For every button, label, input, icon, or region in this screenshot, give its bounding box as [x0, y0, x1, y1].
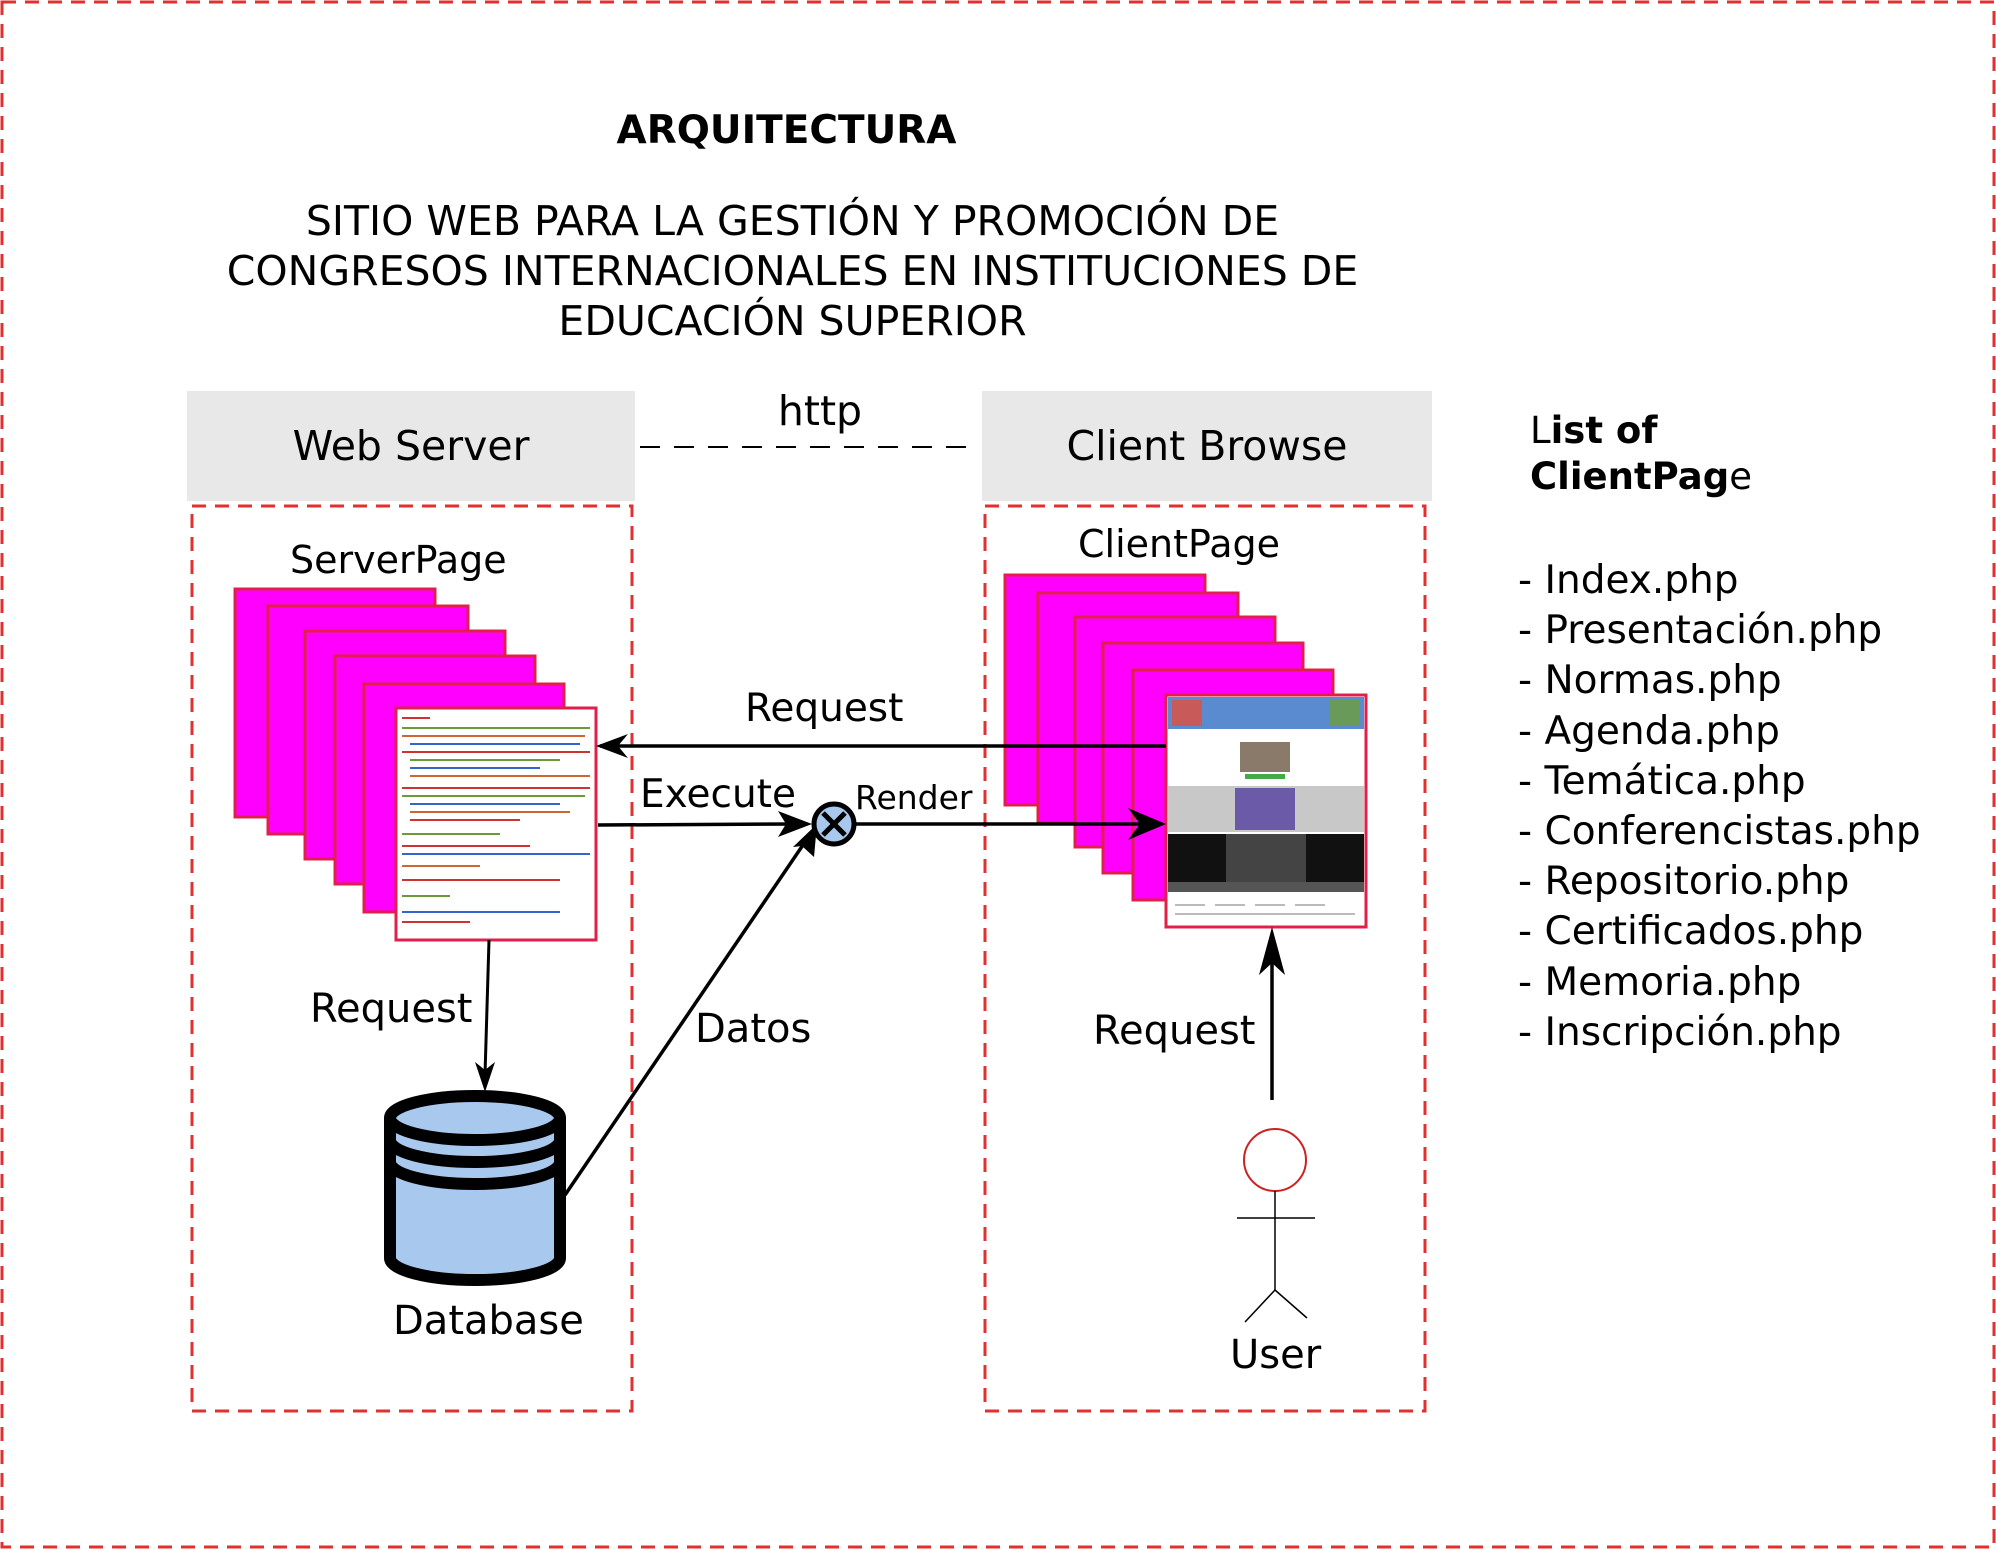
execute-arrow — [597, 822, 797, 827]
web-server-header — [187, 391, 635, 501]
client-browser-label: Client Browse — [1066, 422, 1348, 470]
list-item: - Certificados.php — [1518, 909, 1864, 955]
list-item: - Index.php — [1518, 558, 1739, 603]
diagram-title: ARQUITECTURA — [616, 108, 957, 153]
execute-label: Execute — [640, 772, 796, 817]
client-page-list: - Index.php - Presentación.php - Normas.… — [1518, 556, 1921, 1058]
server-page-label: ServerPage — [290, 538, 507, 582]
list-item: - Agenda.php — [1518, 708, 1780, 754]
datos-arrow — [563, 841, 807, 1196]
list-item: - Normas.php — [1518, 658, 1782, 704]
user-request-label: Request — [1093, 1008, 1256, 1054]
database-icon — [384, 1090, 566, 1286]
server-request-label: Request — [310, 986, 473, 1032]
http-label: http — [777, 387, 863, 435]
client-page-label: ClientPage — [1078, 522, 1281, 566]
list-item: - Temática.php — [1518, 758, 1806, 804]
list-item: - Memoria.php — [1518, 959, 1802, 1005]
datos-label: Datos — [695, 1006, 812, 1052]
request-label: Request — [745, 686, 904, 731]
database-label: Database — [393, 1298, 584, 1344]
client-page-stack — [1003, 573, 1368, 929]
render-node — [811, 801, 857, 847]
request-arrow-db — [483, 939, 491, 1076]
user-label: User — [1230, 1332, 1322, 1378]
list-item: - Conferencistas.php — [1518, 808, 1921, 854]
server-page-stack — [233, 587, 598, 942]
web-server-label: Web Server — [292, 422, 530, 470]
client-browser-header — [982, 391, 1432, 501]
web-server-container — [190, 504, 634, 1413]
user-icon — [1237, 1128, 1315, 1323]
list-item: - Repositorio.php — [1518, 859, 1850, 905]
render-label: Render — [855, 778, 973, 817]
list-item: - Presentación.php — [1518, 608, 1883, 654]
list-item: - Inscripción.php — [1518, 1009, 1842, 1055]
diagram-subtitle: SITIO WEB PARA LA GESTIÓN Y PROMOCIÓN DE… — [226, 197, 1359, 345]
client-browser-container — [983, 504, 1427, 1413]
server-code-page — [394, 706, 598, 942]
